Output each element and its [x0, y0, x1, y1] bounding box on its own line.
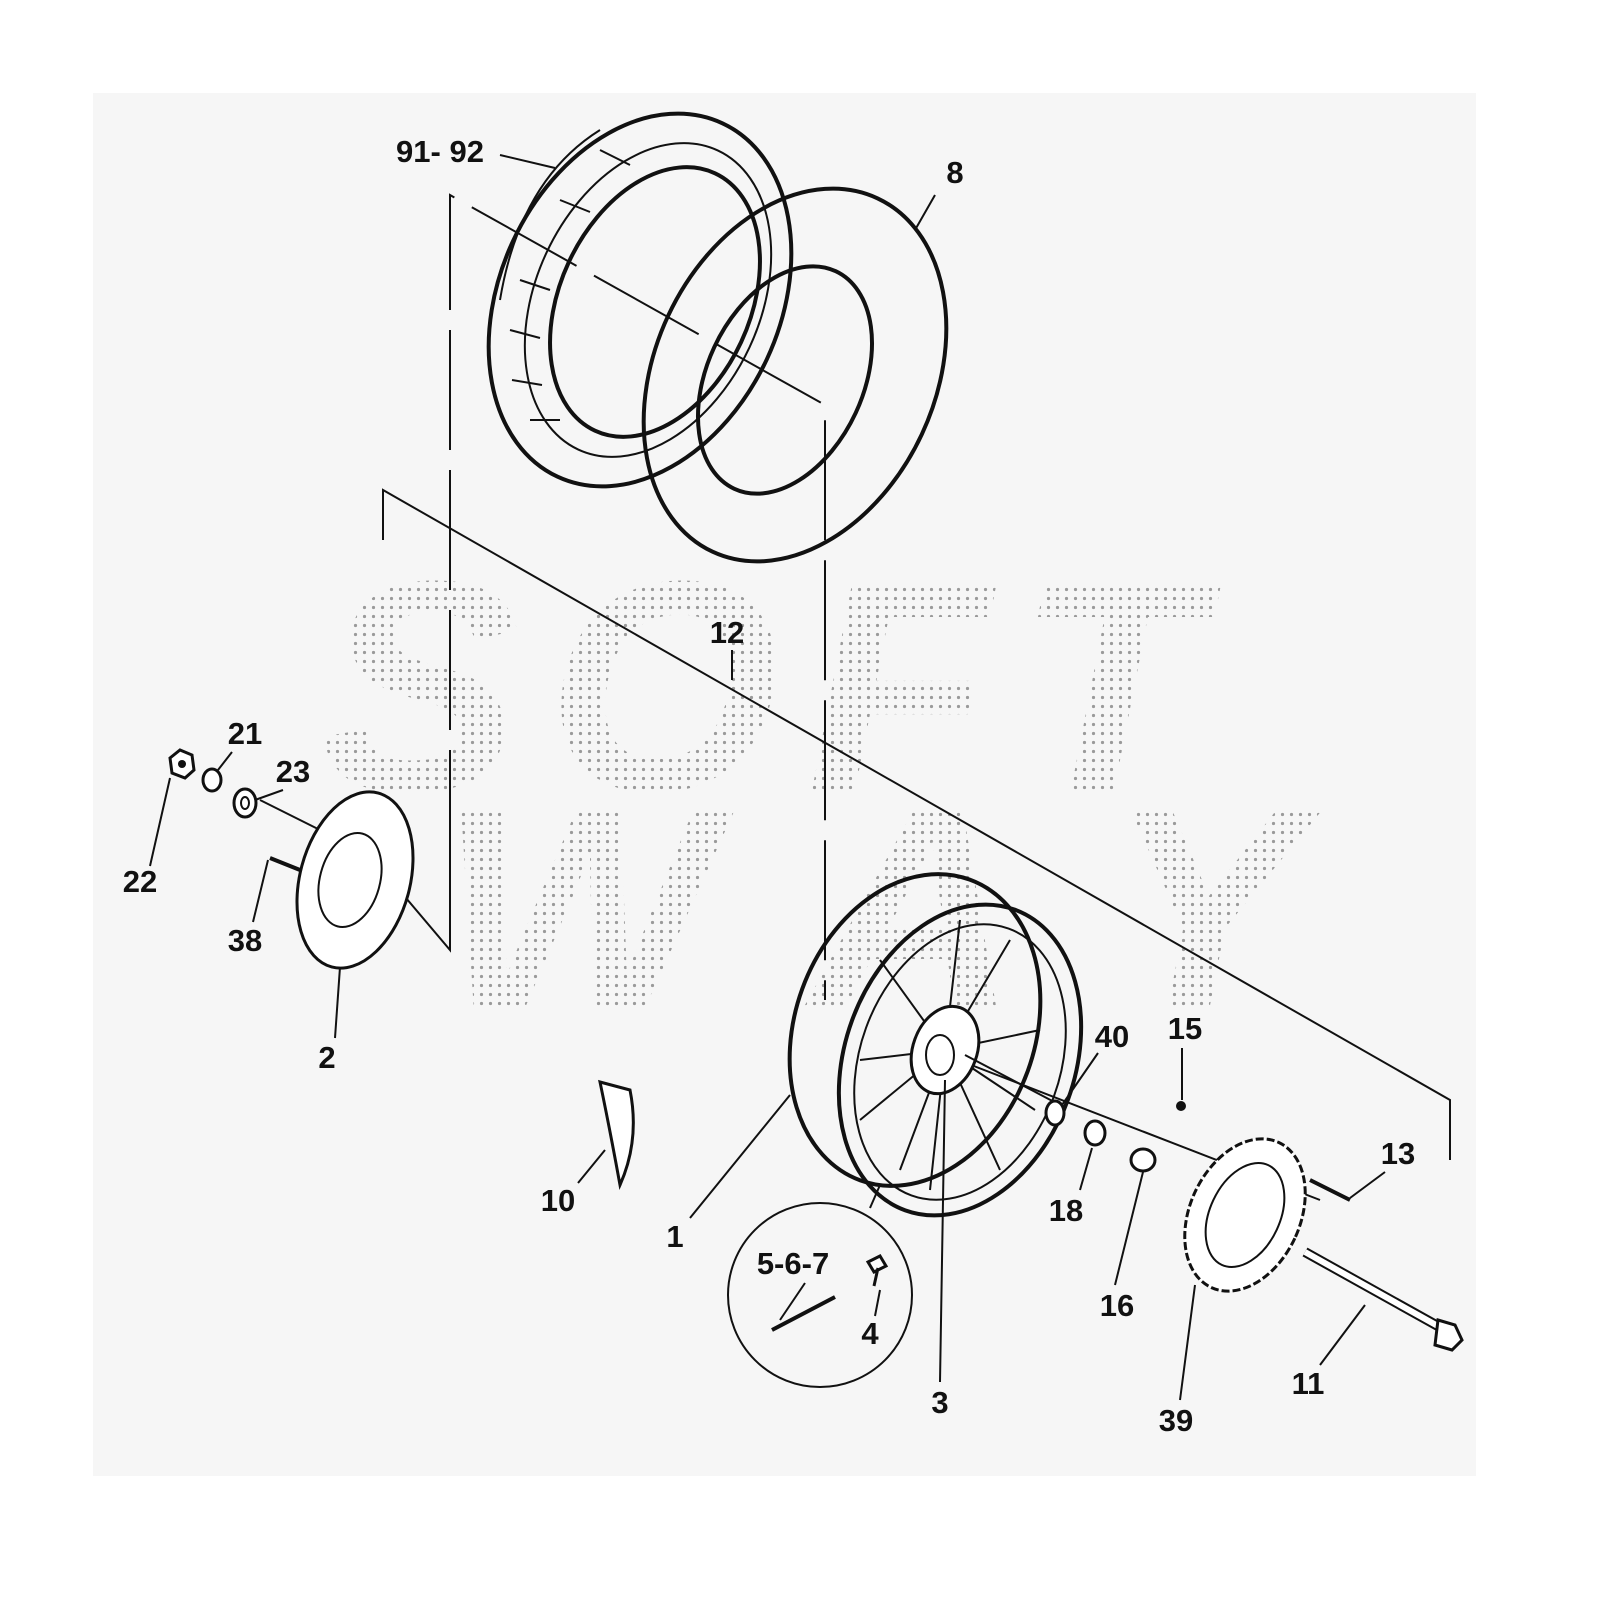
watermark-line1: SOFT — [320, 518, 1223, 854]
label-22[interactable]: 22 — [123, 864, 157, 899]
label-13[interactable]: 13 — [1381, 1136, 1415, 1171]
label-15[interactable]: 15 — [1168, 1011, 1202, 1046]
hub[interactable] — [900, 997, 991, 1103]
label-4[interactable]: 4 — [861, 1316, 879, 1351]
rim-band-10[interactable] — [598, 1079, 635, 1191]
label-12[interactable]: 12 — [710, 615, 744, 650]
inner-tube[interactable] — [586, 139, 1005, 611]
label-2[interactable]: 2 — [318, 1040, 335, 1075]
tyre[interactable] — [431, 64, 850, 536]
watermark-line2: WAY — [440, 748, 1324, 1072]
spacer-21[interactable] — [201, 767, 223, 793]
screw-38[interactable] — [269, 856, 301, 872]
label-39[interactable]: 39 — [1159, 1403, 1193, 1438]
ball-15[interactable] — [1176, 1101, 1186, 1111]
label-40[interactable]: 40 — [1095, 1019, 1129, 1054]
spoke-detail-callout — [727, 1184, 913, 1388]
label-1[interactable]: 1 — [666, 1219, 683, 1254]
label-91-92[interactable]: 91- 92 — [396, 134, 484, 169]
label-18[interactable]: 18 — [1049, 1193, 1083, 1228]
spacer-16[interactable] — [1129, 1147, 1157, 1173]
label-38[interactable]: 38 — [228, 923, 262, 958]
bolt-13[interactable] — [1309, 1178, 1351, 1202]
axle-line — [964, 1054, 1061, 1106]
sprocket[interactable] — [1161, 1119, 1328, 1310]
nut-22[interactable] — [168, 748, 196, 780]
seal-18[interactable] — [1083, 1119, 1107, 1147]
label-8[interactable]: 8 — [946, 155, 963, 190]
axle-11[interactable] — [1302, 1247, 1464, 1352]
label-11[interactable]: 11 — [1292, 1366, 1325, 1401]
bearing-40[interactable] — [1044, 1099, 1066, 1127]
bearing-23[interactable] — [232, 787, 258, 819]
label-10[interactable]: 10 — [541, 1183, 575, 1218]
wheel-rim[interactable] — [748, 839, 1123, 1250]
label-3[interactable]: 3 — [931, 1385, 948, 1420]
brake-disc[interactable] — [279, 779, 432, 981]
label-21[interactable]: 21 — [228, 716, 262, 751]
label-5-6-7[interactable]: 5-6-7 — [757, 1246, 829, 1281]
label-16[interactable]: 16 — [1100, 1288, 1134, 1323]
label-23[interactable]: 23 — [276, 754, 310, 789]
leader-lines — [149, 154, 1386, 1401]
part-labels: 91- 92 8 12 21 23 22 38 2 40 15 10 1 18 … — [123, 134, 1415, 1438]
watermark: SOFT WAY — [320, 518, 1324, 1072]
